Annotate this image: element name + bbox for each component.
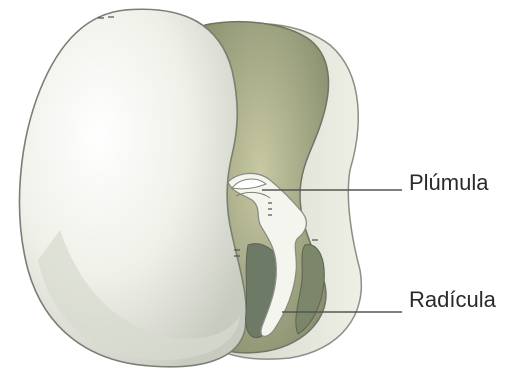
radicula-label: Radícula [409,289,496,311]
seed-coat-front [19,9,246,367]
plumula-label: Plúmula [409,172,488,194]
